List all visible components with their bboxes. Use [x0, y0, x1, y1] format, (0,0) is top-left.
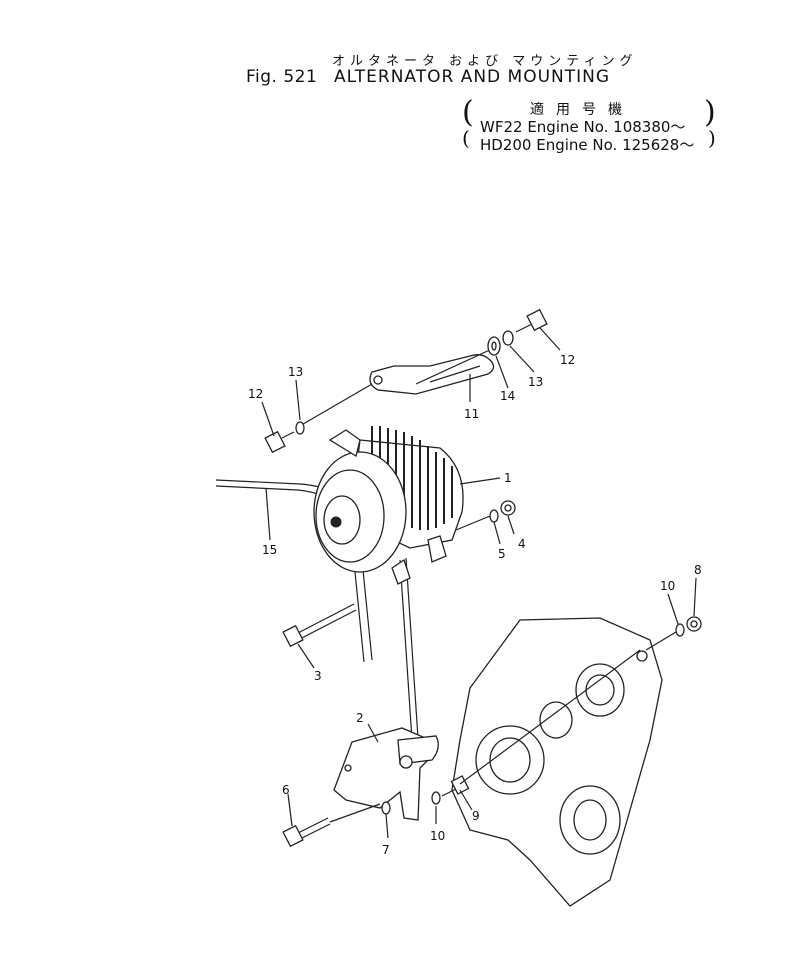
bolt-12-upper [415, 308, 548, 385]
timing-gear-case [451, 617, 663, 907]
nut-8 [686, 616, 702, 632]
callout-12-upper: 12 [560, 353, 575, 367]
callout-15: 15 [262, 543, 277, 557]
bolt-9 [441, 649, 641, 797]
washer-14 [487, 336, 501, 356]
callout-10-right: 10 [660, 579, 675, 593]
bolt-12-lower [264, 430, 295, 454]
nut-4 [455, 500, 516, 531]
applicability-right-paren-2: ) [708, 126, 716, 150]
mounting-bracket [333, 727, 439, 821]
bolt-6 [282, 803, 381, 848]
callout-1: 1 [504, 471, 512, 485]
title-japanese: オルタネータ および マウンティング [332, 54, 638, 69]
callout-8: 8 [694, 563, 702, 577]
callout-5: 5 [498, 547, 506, 561]
callout-13-lower: 13 [288, 365, 303, 379]
washer-10-right [645, 623, 685, 651]
alternator [313, 426, 464, 585]
applicability-left-paren-1: ( [462, 95, 474, 130]
callout-7: 7 [382, 843, 390, 857]
applicability-line-hd200: HD200 Engine No. 125628～ [480, 136, 695, 154]
callout-12-lower: 12 [248, 387, 263, 401]
callout-4: 4 [518, 537, 526, 551]
callout-2: 2 [356, 711, 364, 725]
applicability-right-paren-1: ) [704, 95, 716, 130]
bolt-3 [282, 603, 357, 648]
callout-14: 14 [500, 389, 515, 403]
adjusting-bar [297, 354, 495, 428]
washer-5 [489, 509, 499, 523]
applicability-header: 適用号機 [530, 102, 634, 118]
applicability-line-wf22: WF22 Engine No. 108380～ [480, 118, 686, 136]
washer-7 [381, 801, 391, 815]
figure-title: ALTERNATOR AND MOUNTING [334, 67, 611, 87]
callout-13-upper: 13 [528, 375, 543, 389]
callout-9: 9 [472, 809, 480, 823]
callout-3: 3 [314, 669, 322, 683]
washer-13-upper [502, 330, 514, 346]
callout-10-lower: 10 [430, 829, 445, 843]
applicability-left-paren-2: ( [462, 126, 470, 150]
callout-6: 6 [282, 783, 290, 797]
callout-11: 11 [464, 407, 479, 421]
figure-number: Fig. 521 [246, 67, 318, 87]
washer-10-lower [431, 791, 441, 805]
washer-13-lower [295, 421, 305, 435]
leader-lines [261, 327, 697, 839]
